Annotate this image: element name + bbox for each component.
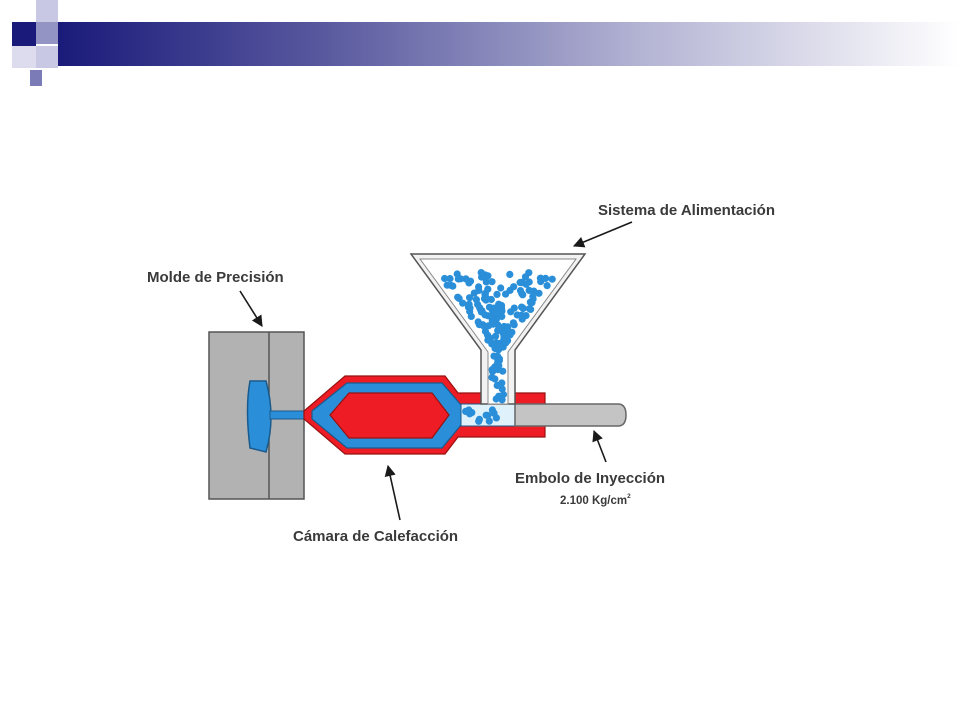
pellet <box>488 278 496 286</box>
arrow-precision-mold <box>239 290 263 327</box>
pellet <box>492 414 500 422</box>
injection-plunger <box>514 403 627 427</box>
decor-square-light-top <box>36 0 58 22</box>
pellet <box>459 299 467 307</box>
pellet <box>475 283 483 291</box>
pellet <box>488 373 496 381</box>
pellet <box>529 292 537 300</box>
arrow-heating-chamber <box>384 464 401 521</box>
pellet <box>484 336 492 344</box>
label-precision-mold: Molde de Precisión <box>147 269 284 286</box>
label-feed-system: Sistema de Alimentación <box>598 202 775 219</box>
pellet <box>480 295 489 303</box>
pellet <box>502 290 510 298</box>
pellet <box>521 273 530 281</box>
pellet <box>466 410 474 418</box>
pellet <box>495 345 503 353</box>
pellet <box>516 278 524 287</box>
decor-square-mid-right <box>36 22 58 44</box>
pellet <box>487 295 495 304</box>
pellet <box>488 406 496 414</box>
pellet <box>498 304 506 313</box>
pellet <box>497 284 505 292</box>
pellet <box>518 315 526 323</box>
arrow-injection-plunger <box>592 429 607 463</box>
decor-square-small <box>30 70 42 86</box>
pellet <box>537 278 545 286</box>
pellet <box>475 415 483 423</box>
decor-square-light-left <box>12 46 36 68</box>
pellet <box>480 322 488 330</box>
pellet <box>454 275 462 283</box>
pellet <box>490 352 498 360</box>
pellet <box>492 332 500 340</box>
label-injection-plunger: Embolo de Inyección <box>515 470 665 487</box>
pellet <box>506 270 514 278</box>
pellet <box>535 289 543 297</box>
decor-square-mid-bottom <box>36 46 58 68</box>
pellet <box>482 278 490 286</box>
pellet <box>500 334 508 342</box>
pellet <box>509 319 517 327</box>
heating-core <box>329 392 450 439</box>
pellet <box>495 392 503 400</box>
pellet <box>508 328 516 336</box>
pellet <box>465 303 473 311</box>
pellet <box>488 366 496 374</box>
pellet <box>527 305 535 313</box>
pressure-exponent: 2 <box>627 493 631 500</box>
pellet <box>472 296 480 304</box>
pellet <box>525 286 533 294</box>
pellet <box>516 287 525 295</box>
pellet <box>441 274 449 283</box>
label-pressure: 2.100 Kg/cm2 <box>560 493 631 507</box>
pellet <box>543 282 551 290</box>
pellet <box>493 381 501 390</box>
pressure-value: 2.100 Kg/cm <box>560 495 627 507</box>
pellet <box>481 311 489 319</box>
pellet <box>481 271 489 279</box>
pellet <box>519 304 527 312</box>
pellet <box>498 385 506 393</box>
pellet <box>496 310 504 318</box>
pellet <box>548 275 556 283</box>
pellet <box>495 355 503 363</box>
pellet <box>494 327 502 335</box>
decor-square-dark <box>12 22 36 46</box>
title-gradient-bar <box>58 22 960 66</box>
pellet <box>493 290 501 298</box>
pellet <box>462 275 470 283</box>
pellet <box>485 303 494 311</box>
pellet <box>446 275 454 283</box>
pellet <box>482 411 490 419</box>
pellet <box>507 308 515 316</box>
pellet <box>485 417 493 425</box>
mold-cavity <box>246 380 272 453</box>
pellet <box>466 294 474 302</box>
arrow-feed-system <box>572 221 633 248</box>
plastic-pellets <box>441 269 556 425</box>
pellet <box>526 298 535 306</box>
pellet <box>525 278 533 286</box>
label-heating-chamber: Cámara de Calefacción <box>293 528 458 545</box>
pellet <box>488 317 496 325</box>
pellet <box>443 281 451 289</box>
